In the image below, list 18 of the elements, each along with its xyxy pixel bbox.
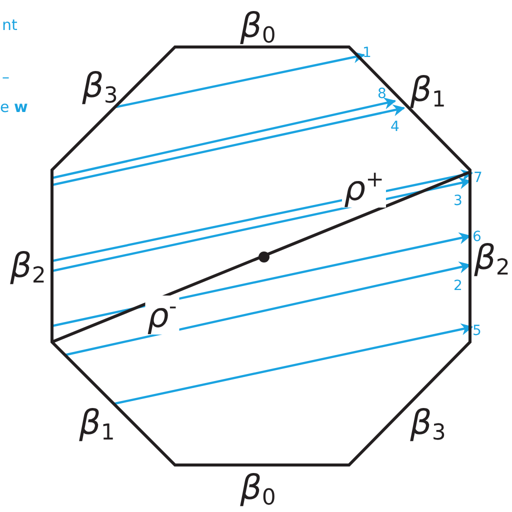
side-label: β$_{0}$: [240, 8, 276, 48]
fragment-text: –: [2, 70, 10, 85]
trajectory-number: 4: [390, 120, 400, 134]
side-label: β$_{3}$: [82, 68, 118, 108]
trajectory-number: 8: [378, 87, 386, 101]
fragment-text: e w: [0, 100, 28, 115]
rho-label: ρ$^{-}$: [145, 296, 179, 334]
trajectory-number: 5: [472, 324, 482, 338]
fragment-text: nt: [2, 18, 18, 33]
trajectory-number: 2: [454, 279, 462, 293]
side-label: β$_{1}$: [410, 72, 446, 112]
side-label: β$_{0}$: [240, 470, 276, 510]
trajectory-number: 3: [454, 194, 462, 208]
trajectory-number: 7: [474, 171, 482, 185]
trajectory-number: 1: [362, 46, 372, 60]
side-label: β$_{1}$: [79, 406, 115, 444]
side-label: β$_{3}$: [410, 406, 446, 444]
side-label: β$_{2}$: [10, 248, 46, 288]
